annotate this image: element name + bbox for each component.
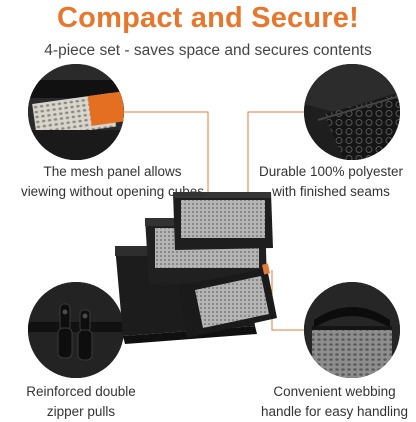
page-subtitle: 4-piece set - saves space and secures co… <box>44 42 372 59</box>
small-cube <box>173 192 273 250</box>
zipper-pulls-closeup-icon <box>28 282 124 378</box>
page-title: Compact and Secure! <box>57 2 359 34</box>
slim-cube <box>179 263 277 338</box>
mesh-panel-closeup <box>28 64 124 160</box>
handle-closeup <box>304 282 400 378</box>
polyester-fabric-closeup-icon <box>304 64 400 160</box>
feature-caption-zipper: Reinforced double zipper pulls <box>26 384 136 419</box>
polyester-closeup <box>304 64 400 160</box>
webbing-handle-closeup-icon <box>304 282 400 378</box>
feature-caption-handle: Convenient webbing handle for easy handl… <box>260 384 409 419</box>
feature-caption-mesh: The mesh panel allows viewing without op… <box>20 164 205 199</box>
mesh-panel-closeup-icon <box>28 64 124 160</box>
zipper-closeup <box>28 282 124 378</box>
feature-caption-polyester: Durable 100% polyester with finished sea… <box>258 164 404 199</box>
packing-cubes-illustration <box>115 192 277 344</box>
